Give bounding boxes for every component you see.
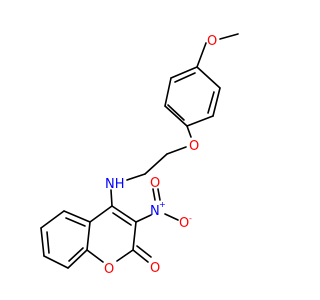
bond-ring1-double-3 <box>174 72 196 83</box>
bond-carbonyl-2 <box>136 245 152 258</box>
bond-benzo-e <box>67 249 88 269</box>
bond-benzo-double-3 <box>68 247 84 262</box>
bond-methyl <box>219 33 239 40</box>
bonds <box>40 33 239 269</box>
bond-nitro-o-minus <box>164 213 179 221</box>
charge-n-plus: + <box>159 200 166 209</box>
bond-ring1-double-1 <box>207 91 215 114</box>
bond-o1-c8a <box>86 249 104 263</box>
bond-nh-c4 <box>110 189 113 207</box>
bond-c3-nitro <box>135 214 152 223</box>
bond-c4-c3 <box>111 205 137 223</box>
bond-ring1-f <box>170 66 198 79</box>
bond-benzo-double-2 <box>46 231 50 254</box>
atom-o-ring: O <box>104 262 114 277</box>
atom-nh: NH <box>105 177 125 192</box>
molecule-diagram: O O NH N + O O - O O <box>40 33 239 277</box>
bond-c8a-c4a <box>86 221 91 251</box>
bond-benzo-a <box>63 210 91 223</box>
atom-o-carbonyl: O <box>150 261 160 276</box>
bond-nitro-o-top-1 <box>152 188 156 201</box>
bond-ether-ch2 <box>166 146 187 155</box>
bond-benzo-double-1 <box>65 217 86 227</box>
atom-o-methoxy: O <box>207 34 217 49</box>
bond-c3-c2 <box>132 221 137 251</box>
atom-o-nitro-top: O <box>150 176 160 191</box>
bond-ring1-b <box>212 87 221 117</box>
bond-ch2-ch2 <box>144 153 168 175</box>
atom-n-nitro: N <box>150 204 160 219</box>
bond-benzo-d <box>43 255 69 269</box>
bond-ring1-d <box>164 105 188 127</box>
bond-c2-o1 <box>116 249 134 262</box>
bond-ch2-nh <box>126 173 146 181</box>
atom-o-ether: O <box>189 139 199 154</box>
molecule-structure: O O NH N + O O - O O <box>40 33 239 277</box>
bond-ring1-double-2 <box>167 104 185 121</box>
bond-ring1-e <box>164 77 172 107</box>
bond-ring1-a <box>196 66 221 89</box>
charge-o-minus: - <box>189 214 192 223</box>
bond-benzo-b <box>40 210 65 229</box>
bond-ring-ether <box>186 125 192 138</box>
bond-benzo-c <box>40 227 45 257</box>
bond-c4a-c4 <box>89 205 113 223</box>
bond-methoxy-ring <box>196 42 207 68</box>
bond-c4-c3-double <box>112 212 132 226</box>
bond-carbonyl-1 <box>132 249 149 263</box>
bond-ring1-c <box>186 115 214 127</box>
atom-o-nitro-minus: O <box>179 216 189 231</box>
bond-nitro-o-top-2 <box>157 188 161 201</box>
